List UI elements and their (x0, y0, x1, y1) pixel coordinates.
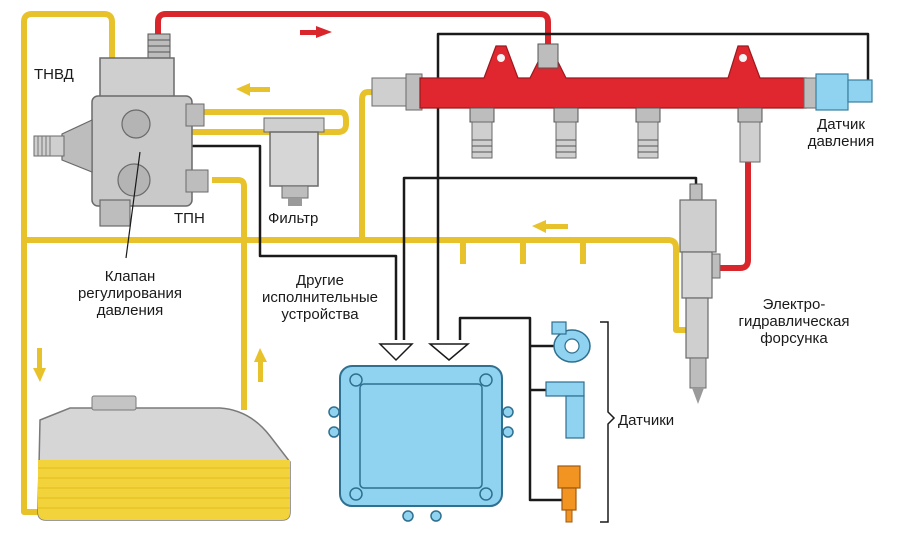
fuel-tank (37, 395, 291, 521)
label-valve-line-2: регулирования (77, 285, 183, 302)
red-flow-arrow (300, 26, 332, 38)
yellow-arrow-left-top (236, 83, 270, 96)
label-pressure-sensor: Датчик давления (796, 116, 886, 150)
common-rail (371, 43, 873, 163)
yellow-arrow-down (33, 348, 46, 382)
label-actuators-line-2: исполнительные (262, 289, 378, 306)
flow-arrows (33, 26, 568, 382)
sensor-1 (551, 321, 591, 363)
label-injector-line-3: форсунка (760, 330, 828, 347)
valve-leader-line (125, 151, 141, 259)
label-injector-line-1: Электро- (762, 296, 826, 313)
low-pressure-lines (21, 11, 688, 515)
label-injector: Электро- гидравлическая форсунка (726, 296, 862, 347)
label-hp-pump: ТНВД (34, 66, 74, 83)
label-injector-line-2: гидравлическая (738, 313, 850, 330)
label-lp-pump: ТПН (174, 210, 205, 227)
label-actuators: Другие исполнительные устройства (252, 272, 388, 323)
fuel-filter (263, 117, 325, 206)
ecu (328, 343, 514, 522)
high-pressure-lines (155, 11, 751, 271)
high-pressure-pump (33, 33, 209, 227)
label-valve: Клапан регулирования давления (70, 268, 190, 319)
label-sensors: Датчики (618, 412, 675, 429)
label-pressure-sensor-line-2: давления (807, 133, 875, 150)
label-actuators-line-1: Другие (295, 272, 345, 289)
sensors-bracket (600, 321, 616, 523)
label-valve-line-3: давления (96, 302, 164, 319)
label-filter: Фильтр (268, 210, 319, 227)
electro-hydraulic-injector (679, 183, 721, 404)
label-actuators-line-3: устройства (281, 306, 359, 323)
yellow-arrow-up (254, 348, 267, 382)
yellow-arrow-left-right (532, 220, 568, 233)
sensor-2 (545, 381, 585, 439)
label-pressure-sensor-line-1: Датчик (817, 116, 865, 133)
sensor-3 (557, 465, 581, 523)
label-valve-line-1: Клапан (104, 268, 156, 285)
